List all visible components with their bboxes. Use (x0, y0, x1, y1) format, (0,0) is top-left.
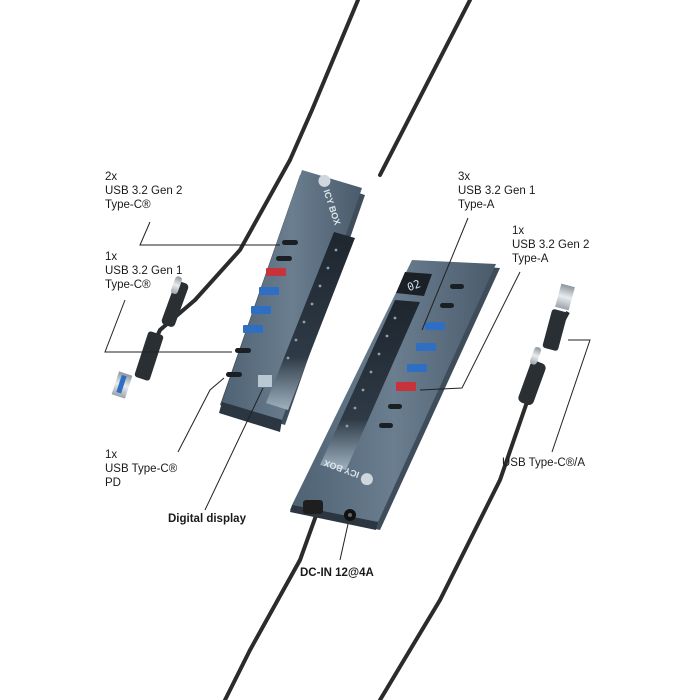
usb-a-port (416, 343, 436, 351)
callout-usb-a-gen1: 3x USB 3.2 Gen 1 Type-A (458, 170, 535, 212)
callout-line: 1x (512, 225, 525, 237)
usb-c-plug (170, 276, 182, 294)
right-hub-cable-top (378, 0, 472, 177)
callout-line: USB 3.2 Gen 2 (512, 239, 590, 251)
callout-line: Type-C® (105, 199, 151, 211)
callout-usb-c-gen1: 1x USB 3.2 Gen 1 Type-C® (105, 250, 182, 292)
callout-line: Type-A (512, 253, 549, 265)
callout-line: USB 3.2 Gen 2 (105, 185, 183, 197)
left-hub-ports (226, 240, 298, 377)
usb-c-port (388, 404, 402, 409)
usb-c-port (276, 256, 292, 261)
indicator-strip (320, 300, 420, 470)
usb-a-port (425, 322, 445, 330)
right-hub-ports (379, 284, 464, 428)
usb-a-port (407, 364, 427, 372)
usb-a-gen2-port (396, 382, 416, 391)
callout-line: USB Type-C® (105, 463, 178, 475)
callout-line: Type-A (458, 199, 495, 211)
callout-line: USB 3.2 Gen 1 (105, 265, 183, 277)
callout-line: USB 3.2 Gen 1 (458, 185, 536, 197)
cables (193, 0, 529, 700)
usb-c-port (450, 284, 464, 289)
callout-dc-in: DC-IN 12@4A (300, 567, 374, 579)
callout-usb-c-pd: 1x USB Type-C® PD (105, 448, 177, 490)
left-adapter (111, 276, 197, 399)
usb-c-port (282, 240, 298, 245)
left-hub: ICY BOX (219, 170, 365, 432)
indicator-leds (286, 248, 338, 360)
usb-a-port (259, 287, 279, 295)
callout-line: 3x (458, 171, 471, 183)
dc-cable (223, 508, 320, 700)
display-reading: 02 (406, 277, 423, 294)
usb-a-gen2-port (266, 268, 286, 276)
callout-usb-a-gen2: 1x USB 3.2 Gen 2 Type-A (512, 224, 589, 266)
right-adapter-cable (378, 400, 529, 700)
usb-a-port (251, 306, 271, 314)
callout-usb-c-gen2: 2x USB 3.2 Gen 2 Type-C® (105, 170, 182, 212)
usb-c-port (440, 303, 454, 308)
usb-a-port (243, 325, 263, 333)
indicator-leds (345, 316, 397, 428)
usb-c-pd-port (226, 372, 242, 377)
digital-display (396, 272, 432, 296)
adapter-cable-left (193, 158, 292, 302)
callout-line: 1x (105, 449, 118, 461)
callout-line: Type-C® (105, 279, 151, 291)
callout-line: 1x (105, 251, 118, 263)
right-adapter (518, 283, 575, 406)
usb-c-plug (530, 347, 542, 365)
indicator-strip (266, 232, 355, 410)
left-hub-cable (288, 0, 360, 162)
callout-digital-display: Digital display (168, 513, 246, 525)
usb-c-port (379, 423, 393, 428)
callout-line: PD (105, 477, 121, 489)
usb-c-port (235, 348, 251, 353)
usb-a-plug (555, 283, 575, 311)
callout-line: 2x (105, 171, 118, 183)
callout-lines (104, 217, 591, 561)
callout-usb-ca: USB Type-C®/A (502, 457, 586, 469)
right-hub: 02 ICY BOX (290, 260, 500, 530)
digital-display (258, 375, 272, 387)
